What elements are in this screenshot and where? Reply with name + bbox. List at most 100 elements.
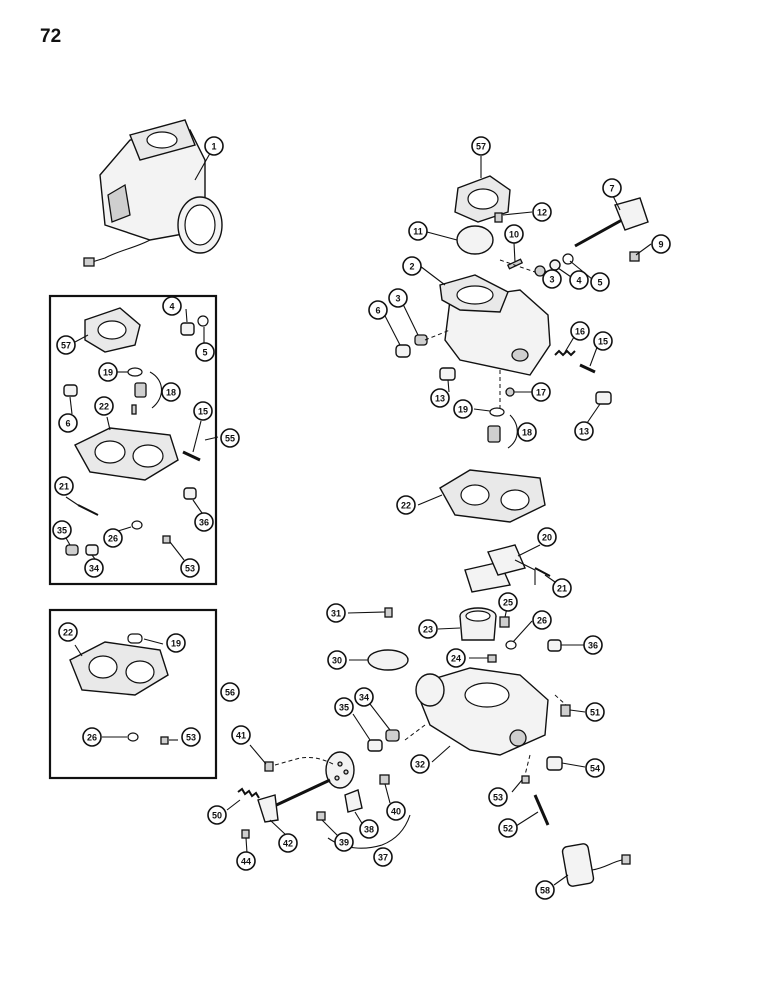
callout-circle: [532, 610, 552, 630]
callout-57: 57: [471, 136, 491, 156]
kit55-needle: [131, 404, 137, 415]
callout-label: 21: [59, 482, 69, 492]
callout-label: 57: [61, 341, 71, 351]
callout-35: 35: [52, 520, 72, 540]
callout-4: 4: [569, 270, 589, 290]
callout-circle: [446, 648, 466, 668]
callout-circle: [532, 202, 552, 222]
choke-plate: [456, 225, 494, 255]
callout-circle: [504, 224, 524, 244]
callout-53: 53: [180, 558, 200, 578]
callout-label: 5: [597, 278, 602, 288]
callout-circle: [585, 702, 605, 722]
washer-26a: [505, 640, 517, 650]
callout-circle: [396, 495, 416, 515]
callout-label: 22: [401, 501, 411, 511]
callout-circle: [56, 335, 76, 355]
throttle-plate-30: [367, 649, 409, 671]
screw-9: [629, 251, 640, 262]
callout-circle: [354, 687, 374, 707]
callout-label: 1: [211, 142, 216, 152]
callout-31: 31: [326, 603, 346, 623]
callout-circle: [517, 422, 537, 442]
callout-circle: [402, 256, 422, 276]
kit55-bushing-6: [63, 384, 78, 397]
callout-label: 26: [87, 733, 97, 743]
callout-18: 18: [517, 422, 537, 442]
plug-54: [546, 756, 563, 771]
callout-circle: [537, 527, 557, 547]
callout-label: 37: [378, 853, 388, 863]
callout-15: 15: [193, 401, 213, 421]
callout-9: 9: [651, 234, 671, 254]
kit56-screw-53: [160, 736, 169, 745]
kit55-pin-21: [77, 504, 99, 516]
callout-41: 41: [231, 725, 251, 745]
callout-39: 39: [334, 832, 354, 852]
callout-circle: [94, 396, 114, 416]
callout-circle: [220, 428, 240, 448]
callout-circle: [166, 633, 186, 653]
callout-17: 17: [531, 382, 551, 402]
solenoid-58: [561, 843, 631, 887]
callout-55: 55: [220, 428, 240, 448]
callout-label: 11: [413, 227, 423, 237]
callout-label: 54: [590, 764, 600, 774]
kit55-seal-35: [65, 544, 79, 556]
callout-label: 23: [423, 625, 433, 635]
callout-58: 58: [535, 880, 555, 900]
kit55-retainer-4: [180, 322, 195, 336]
callout-label: 22: [63, 628, 73, 638]
callout-label: 16: [575, 327, 585, 337]
callout-label: 19: [103, 368, 113, 378]
callout-circle: [388, 288, 408, 308]
assembled-carburetor: [83, 119, 223, 267]
float-pin-21: [534, 567, 551, 577]
callout-26: 26: [103, 528, 123, 548]
callout-circle: [583, 635, 603, 655]
callout-label: 58: [540, 886, 550, 896]
callout-21: 21: [54, 476, 74, 496]
callout-label: 26: [537, 616, 547, 626]
kit55-seal-34: [85, 544, 99, 556]
screw-15: [579, 363, 596, 374]
kit55-gasket-19: [127, 367, 143, 377]
callout-21: 21: [552, 578, 572, 598]
page-number: 72: [40, 26, 62, 47]
plug-13b: [595, 391, 612, 405]
callout-3: 3: [542, 269, 562, 289]
callout-23: 23: [418, 619, 438, 639]
screw-44: [241, 829, 250, 839]
part-25: [499, 616, 510, 628]
bushing-36a: [547, 639, 562, 652]
callout-circle: [195, 342, 215, 362]
float-20: [464, 544, 536, 593]
kit55-washer-5: [197, 315, 209, 327]
throttle-body-32: [415, 667, 549, 756]
callout-circle: [531, 382, 551, 402]
callout-32: 32: [410, 754, 430, 774]
callout-circle: [334, 832, 354, 852]
callout-circle: [194, 512, 214, 532]
part-17: [505, 387, 515, 397]
callout-circle: [54, 476, 74, 496]
callout-circle: [651, 234, 671, 254]
part-24: [487, 654, 497, 663]
bushing-35: [367, 739, 383, 752]
callout-4: 4: [162, 296, 182, 316]
seal-34: [385, 729, 400, 742]
callout-circle: [542, 269, 562, 289]
callout-label: 2: [409, 262, 414, 272]
callout-label: 41: [236, 731, 246, 741]
callout-circle: [453, 399, 473, 419]
callout-circle: [180, 558, 200, 578]
callout-label: 4: [576, 276, 581, 286]
kit55-gasket-22: [74, 427, 179, 481]
callout-16: 16: [570, 321, 590, 341]
callout-circle: [220, 682, 240, 702]
callout-circle: [368, 300, 388, 320]
callout-label: 30: [332, 656, 342, 666]
callout-circle: [58, 413, 78, 433]
callout-label: 35: [57, 526, 67, 536]
